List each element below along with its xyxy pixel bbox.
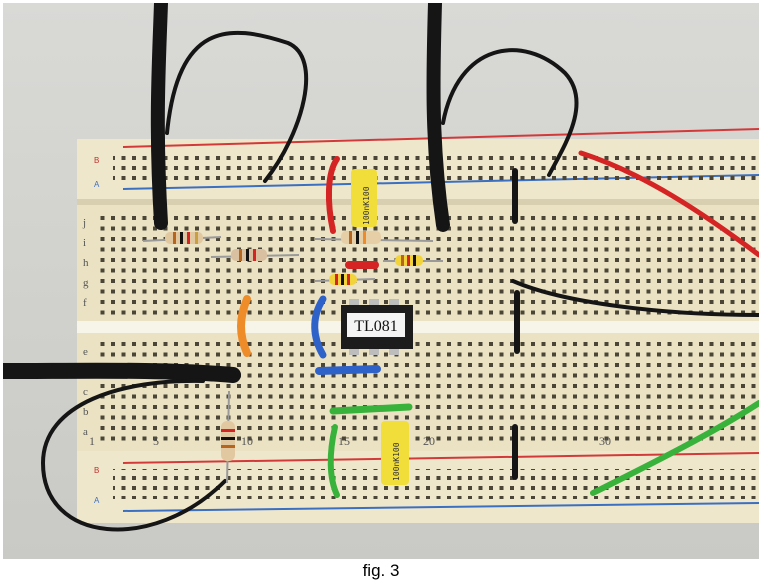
col-number-20: 20 — [423, 434, 435, 448]
capacitor-top-label: 100nK100 — [362, 186, 371, 225]
row-letter-f: f — [83, 297, 87, 309]
resistor-5 — [314, 274, 376, 285]
row-letter-h: h — [83, 257, 89, 269]
resistor-3 — [314, 231, 434, 244]
row-letter-e: e — [83, 346, 88, 358]
black-probe-cable-left — [150, 3, 168, 230]
col-number-10: 10 — [241, 434, 253, 448]
col-number-5: 5 — [153, 434, 159, 448]
row-letter-a: a — [83, 426, 88, 438]
rail-letter-a-top: A — [94, 180, 100, 189]
row-letter-i: i — [83, 237, 86, 249]
black-probe-cable-bottom — [3, 362, 241, 383]
center-channel — [77, 321, 759, 333]
green-jumper-vertical — [327, 424, 340, 498]
rail-letter-a-bottom: A — [94, 496, 100, 505]
resistor-bottom — [221, 390, 235, 484]
resistor-1 — [142, 232, 222, 244]
capacitor-bottom: 100nK100 — [381, 421, 409, 485]
red-lead-right — [578, 150, 759, 258]
chip-label: TL081 — [354, 318, 398, 335]
op-amp-chip: TL081 — [341, 299, 413, 355]
black-lead-right — [511, 279, 759, 317]
capacitor-top: 100nK100 — [351, 169, 377, 227]
red-jumper-top — [325, 156, 340, 234]
blue-jumper-horizontal — [315, 365, 381, 375]
top-breadboard: B A j i h g f — [77, 128, 759, 323]
row-letter-c: c — [83, 386, 88, 398]
black-probe-cable-right — [426, 3, 450, 232]
figure-caption: fig. 3 — [362, 561, 400, 580]
black-lead-loop-right — [441, 48, 579, 177]
orange-jumper — [237, 295, 251, 357]
rail-letter-b-bottom: B — [94, 466, 99, 475]
resistor-2 — [210, 249, 300, 261]
resistor-4 — [383, 255, 443, 266]
blue-jumper-vertical — [311, 295, 327, 359]
row-letter-j: j — [82, 217, 86, 229]
row-letter-g: g — [83, 277, 89, 289]
black-lead-loop-bottom — [40, 378, 227, 532]
black-lead-loop-left — [165, 30, 309, 183]
col-number-1: 1 — [89, 434, 95, 448]
col-number-15: 15 — [338, 434, 350, 448]
capacitor-bottom-label: 100nK100 — [392, 442, 401, 481]
breadboard-photo: B A j i h g f e d c b a 1 5 10 15 20 30 … — [3, 3, 759, 559]
bottom-breadboard: e d c b a 1 5 10 15 20 30 B A — [77, 333, 759, 523]
green-jumper-horizontal — [329, 403, 413, 415]
col-number-30: 30 — [599, 434, 611, 448]
row-letter-b: b — [83, 406, 89, 418]
rail-letter-b-top: B — [94, 156, 99, 165]
green-lead-right — [590, 400, 759, 496]
